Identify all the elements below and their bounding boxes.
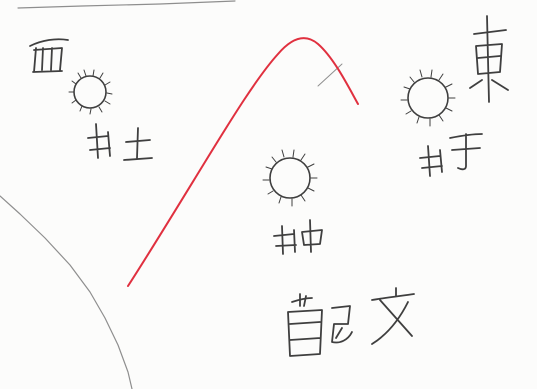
label-dong bbox=[470, 16, 508, 102]
sun-icon bbox=[401, 70, 455, 126]
label-xi bbox=[30, 39, 68, 72]
label-jiyi bbox=[288, 288, 414, 356]
label-chu bbox=[88, 124, 152, 160]
label-zhong bbox=[274, 220, 322, 254]
paper-edge-top bbox=[18, 1, 235, 8]
sun-path-arc bbox=[128, 38, 358, 286]
label-luo bbox=[420, 134, 482, 176]
sun-icon bbox=[69, 70, 112, 114]
faint-stroke bbox=[318, 64, 342, 86]
paper-edge-left bbox=[0, 196, 132, 389]
sun-icon bbox=[263, 150, 317, 206]
